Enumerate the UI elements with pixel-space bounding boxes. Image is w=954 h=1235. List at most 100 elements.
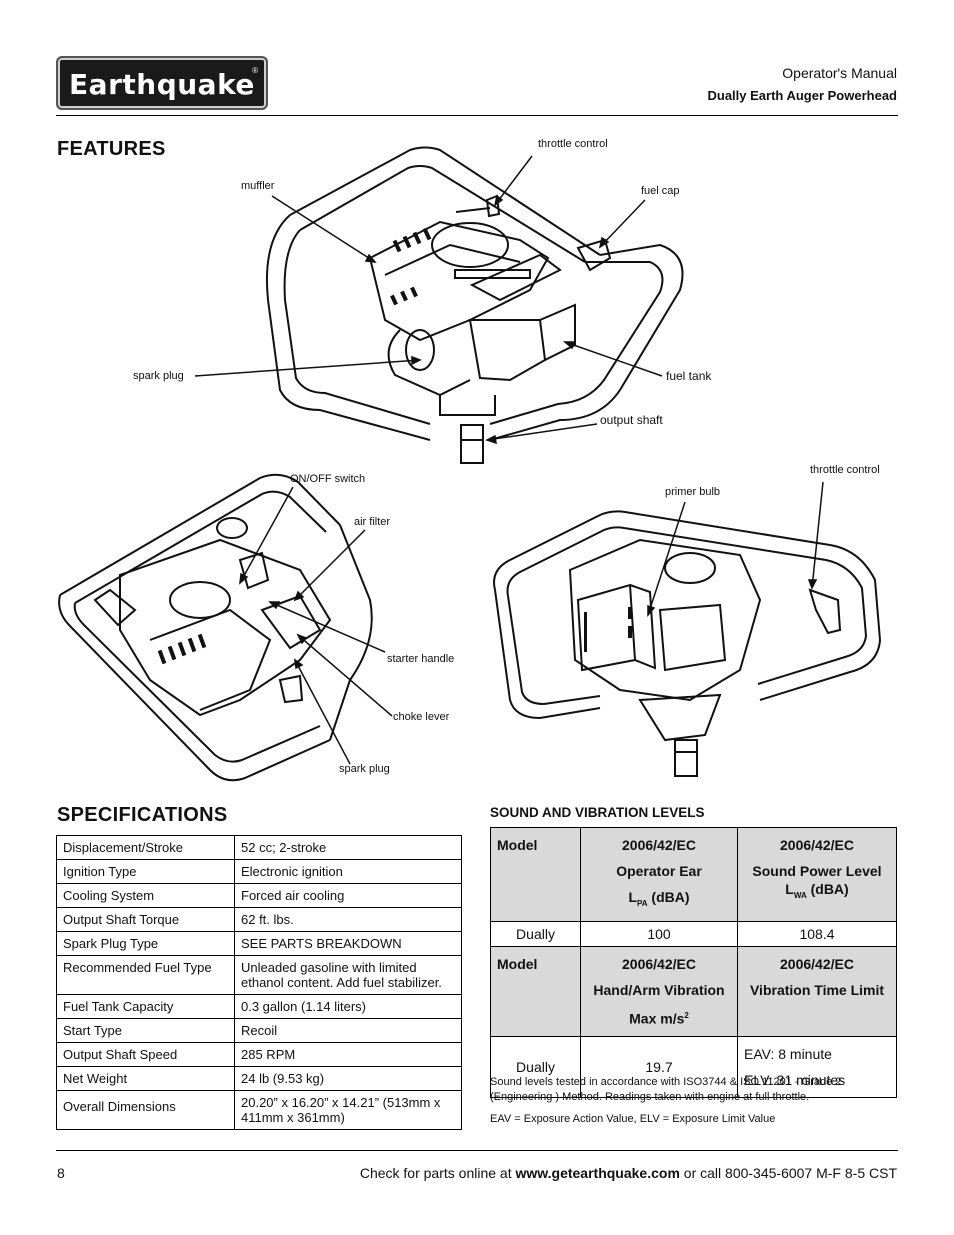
header-text: Vibration Time Limit	[749, 982, 885, 998]
product-name: Dually Earth Auger Powerhead	[707, 88, 897, 103]
header-text: (dBA)	[806, 881, 849, 897]
exposure-note: EAV = Exposure Action Value, ELV = Expos…	[490, 1113, 776, 1125]
header-text: Hand/Arm Vibration	[593, 982, 725, 998]
spec-key: Spark Plug Type	[56, 931, 235, 956]
callout-spark-plug: spark plug	[133, 370, 184, 382]
footer-rule	[56, 1150, 898, 1151]
header-text: (dBA)	[647, 889, 690, 905]
header-text: Max m/s	[629, 1010, 685, 1027]
spec-value: 52 cc; 2-stroke	[234, 835, 462, 860]
callout-throttle-control-rear: throttle control	[810, 464, 880, 476]
cell-eav: EAV: 8 minute	[744, 1045, 832, 1062]
sound-vibration-heading: SOUND AND VIBRATION LEVELS	[490, 805, 705, 820]
callout-spark-plug-left: spark plug	[339, 763, 390, 775]
col-model-header: Model	[490, 946, 581, 1037]
header-text: L	[785, 881, 794, 897]
header-subscript: WA	[793, 890, 807, 900]
footer-text-b: or call 800-345-6007 M-F 8-5 CST	[679, 1165, 897, 1181]
table-header-row: Model 2006/42/EC Hand/Arm Vibration Max …	[490, 946, 897, 1037]
table-header-row: Model 2006/42/EC Operator Ear LPA (dBA) …	[490, 827, 897, 922]
cell-model: Dually	[490, 920, 581, 947]
cell-sound-power: 108.4	[737, 920, 897, 947]
header-text: 2006/42/EC	[622, 956, 696, 972]
spec-key: Ignition Type	[56, 859, 235, 884]
header-text: L	[628, 889, 638, 905]
col-model-header: Model	[490, 827, 581, 922]
cell-operator-ear: 100	[580, 920, 738, 947]
spec-value: 285 RPM	[234, 1042, 462, 1067]
logo-text: Earthquake	[69, 68, 255, 101]
spec-key: Cooling System	[56, 883, 235, 908]
header-text: Model	[497, 837, 538, 853]
spec-value: 24 lb (9.53 kg)	[234, 1066, 462, 1091]
header-text: 2006/42/EC	[780, 956, 854, 972]
vibration-levels-table: Model 2006/42/EC Hand/Arm Vibration Max …	[490, 946, 897, 1098]
header-text: Sound Power Level	[752, 863, 882, 879]
footer-url-link[interactable]: www.getearthquake.com	[515, 1165, 680, 1181]
document-title: Operator's Manual	[782, 65, 897, 81]
header-superscript: 2	[684, 1011, 689, 1020]
col-time-limit-header: 2006/42/EC Vibration Time Limit	[737, 946, 897, 1037]
callout-primer-bulb: primer bulb	[665, 486, 721, 498]
spec-key: Output Shaft Torque	[56, 907, 235, 932]
callout-fuel-cap: fuel cap	[641, 185, 680, 197]
sound-levels-table: Model 2006/42/EC Operator Ear LPA (dBA) …	[490, 827, 897, 947]
spec-key: Displacement/Stroke	[56, 835, 235, 860]
callout-on-off-switch: ON/OFF switch	[290, 473, 366, 485]
col-operator-ear-header: 2006/42/EC Operator Ear LPA (dBA)	[580, 827, 738, 922]
callout-muffler: muffler	[241, 180, 275, 192]
spec-value: Unleaded gasoline with limited ethanol c…	[234, 955, 462, 995]
table-row: Dually 19.7 EAV: 8 minute ELV: 31 minute…	[490, 1035, 897, 1098]
cell-model: Dually	[490, 1035, 581, 1098]
col-sound-power-header: 2006/42/EC Sound Power Level LWA (dBA)	[737, 827, 897, 922]
callout-air-filter: air filter	[354, 516, 391, 528]
header-unit: LWA (dBA)	[744, 880, 890, 905]
footer-contact: Check for parts online at www.getearthqu…	[360, 1165, 897, 1181]
header-text: 2006/42/EC	[622, 837, 696, 853]
specifications-heading: SPECIFICATIONS	[57, 804, 228, 826]
cell-hand-arm: 19.7	[580, 1035, 738, 1098]
callout-output-shaft: output shaft	[600, 413, 663, 427]
spec-value: 62 ft. lbs.	[234, 907, 462, 932]
table-row: Dually 100 108.4	[490, 920, 897, 947]
header-text: Operator Ear	[616, 863, 702, 879]
callout-fuel-tank: fuel tank	[666, 369, 712, 383]
brand-logo: Earthquake ®	[56, 56, 268, 110]
spec-value: Recoil	[234, 1018, 462, 1043]
spec-value: 0.3 gallon (1.14 liters)	[234, 994, 462, 1019]
spec-value: Forced air cooling	[234, 883, 462, 908]
spec-value: 20.20” x 16.20” x 14.21” (513mm x 411mm …	[234, 1090, 462, 1130]
callout-starter-handle: starter handle	[387, 653, 455, 665]
spec-key: Recommended Fuel Type	[56, 955, 235, 995]
header-unit: Max m/s2	[587, 1003, 731, 1032]
spec-value: Electronic ignition	[234, 859, 462, 884]
spec-key: Start Type	[56, 1018, 235, 1043]
spec-value: SEE PARTS BREAKDOWN	[234, 931, 462, 956]
sound-test-note: Sound levels tested in accordance with I…	[490, 1076, 842, 1103]
page-number: 8	[57, 1165, 65, 1181]
spec-key: Fuel Tank Capacity	[56, 994, 235, 1019]
callout-choke-lever: choke lever	[393, 711, 450, 723]
spec-key: Output Shaft Speed	[56, 1042, 235, 1067]
header-unit: LPA (dBA)	[587, 884, 731, 917]
callout-throttle-control: throttle control	[538, 138, 608, 150]
features-heading: FEATURES	[57, 138, 166, 160]
footer-text-a: Check for parts online at	[359, 1165, 516, 1181]
spec-key: Overall Dimensions	[56, 1090, 235, 1130]
header-subscript: PA	[637, 898, 648, 908]
spec-key: Net Weight	[56, 1066, 235, 1091]
